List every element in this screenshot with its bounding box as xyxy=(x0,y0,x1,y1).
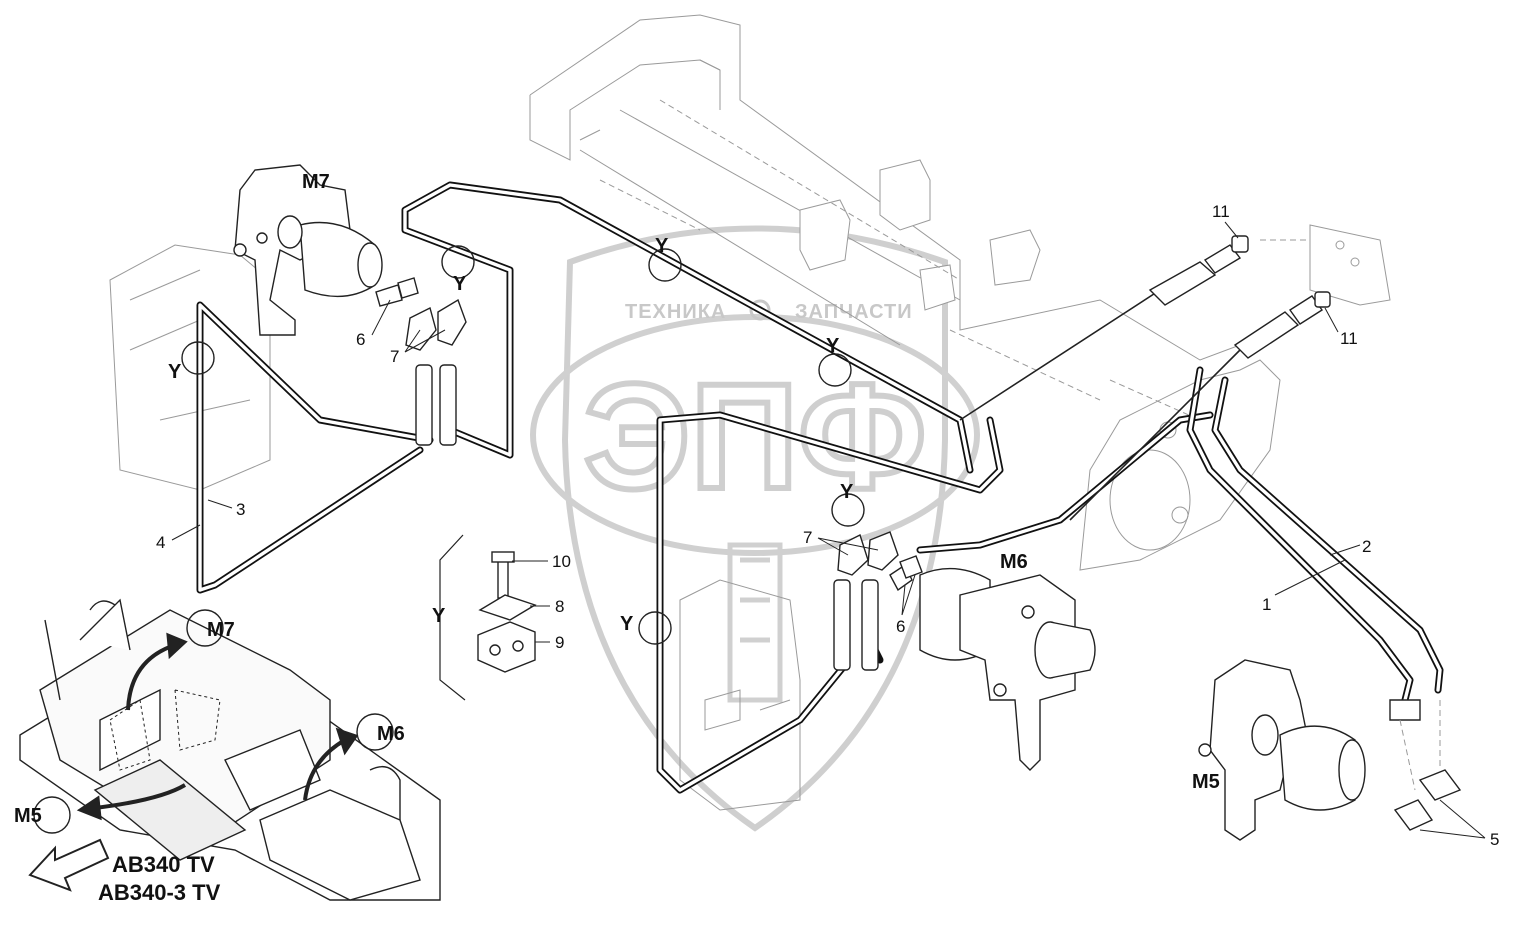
y-marker-2: Y xyxy=(453,273,467,295)
model-label-1: AB340 TV xyxy=(112,852,215,877)
hydraulic-lines xyxy=(196,181,1444,794)
callout-7a: 7 xyxy=(390,347,399,366)
model-label-2: AB340-3 TV xyxy=(98,880,221,905)
motor-m7[interactable]: M7 xyxy=(233,164,383,336)
callout-5: 5 xyxy=(1490,830,1499,849)
y-marker-4: Y xyxy=(826,335,840,357)
y-marker-3: Y xyxy=(655,235,669,257)
overview-marker-m7: M7 xyxy=(207,619,235,641)
watermark-left-text: ТЕХНИКА xyxy=(625,301,726,323)
motor-m5[interactable]: M5 xyxy=(1192,659,1366,841)
detail-view-y-label: Y xyxy=(432,605,446,627)
gear-icon xyxy=(749,299,771,321)
overview-marker-m5: M5 xyxy=(14,805,42,827)
watermark-right-text: ЗАПЧАСТИ xyxy=(795,301,913,323)
y-marker-1: Y xyxy=(168,361,182,383)
callout-9: 9 xyxy=(555,633,564,652)
callout-7b: 7 xyxy=(803,528,812,547)
callout-1: 1 xyxy=(1262,595,1271,614)
callout-4: 4 xyxy=(156,533,165,552)
callout-11a: 11 xyxy=(1212,202,1230,221)
detail-markers xyxy=(181,245,865,645)
callouts: 1 2 3 4 5 6 6 7 7 8 9 10 11 11 xyxy=(156,202,1499,849)
callout-8: 8 xyxy=(555,597,564,616)
motor-m6-label: M6 xyxy=(1000,551,1028,573)
callout-6a: 6 xyxy=(356,330,365,349)
callout-2: 2 xyxy=(1362,537,1371,556)
y-labels: Y Y Y Y Y Y Y xyxy=(168,235,854,635)
watermark-logo-text: ЭПФ xyxy=(584,352,927,520)
overview-marker-m6: M6 xyxy=(377,723,405,745)
clamp-detail xyxy=(439,534,537,701)
machine-frame xyxy=(109,14,1391,811)
callout-11b: 11 xyxy=(1340,329,1358,348)
motor-m7-label: M7 xyxy=(302,171,330,193)
fittings xyxy=(375,235,1462,831)
callout-10: 10 xyxy=(552,552,571,571)
y-marker-6: Y xyxy=(620,613,634,635)
y-marker-5: Y xyxy=(840,481,854,503)
callout-6b: 6 xyxy=(896,617,905,636)
machine-overview: M7 M6 M5 AB340 TV AB340-3 TV xyxy=(14,598,441,905)
callout-3: 3 xyxy=(236,500,245,519)
watermark: ЭПФ ТЕХНИКА ЗАПЧАСТИ xyxy=(530,225,980,832)
motor-m5-label: M5 xyxy=(1192,771,1220,793)
motor-m6[interactable]: M6 xyxy=(919,551,1096,771)
